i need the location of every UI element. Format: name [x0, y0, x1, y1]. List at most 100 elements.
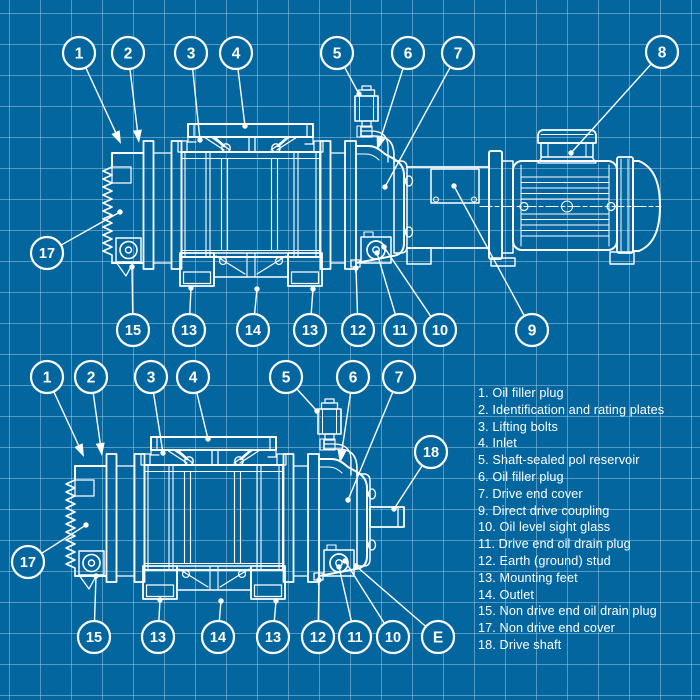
leader-dot [353, 265, 359, 271]
callout-circle [140, 619, 176, 655]
callout-5: 5 [319, 35, 362, 97]
legend-item: 12. Earth (ground) stud [478, 553, 611, 568]
leader-line [191, 69, 201, 141]
leader-line [273, 600, 277, 621]
callout-label: 12 [310, 630, 326, 646]
leader-line [347, 391, 394, 501]
motor-flange [488, 150, 503, 260]
callout-1: 1 [29, 359, 84, 457]
callout-7: 7 [382, 35, 476, 190]
callout-circle [300, 619, 336, 655]
callout-label: 12 [350, 323, 366, 339]
legend-item: 15. Non drive end oil drain plug [478, 604, 657, 619]
callout-circle [337, 619, 373, 655]
callout-2: 2 [73, 359, 109, 456]
callout-circle [115, 312, 151, 348]
callout-1: 1 [61, 35, 121, 144]
leader-dot [353, 563, 359, 569]
coupling-housing [406, 166, 490, 249]
callout-circle [76, 619, 112, 655]
callout-label: 13 [181, 323, 197, 339]
callout-13: 13 [140, 597, 176, 655]
callout-circle [255, 619, 291, 655]
callout-circle [10, 544, 46, 580]
legend-item: 4. Inlet [478, 436, 517, 451]
callout-label: 2 [124, 46, 133, 63]
leader-line [189, 287, 192, 314]
callout-10: 10 [381, 244, 458, 348]
leader-dot [310, 286, 316, 292]
callout-17: 17 [29, 209, 123, 271]
callout-circle [29, 235, 65, 271]
callout-label: 5 [333, 46, 342, 63]
leader-line [317, 579, 320, 621]
callout-circle [235, 312, 271, 348]
leader-dot [345, 497, 351, 503]
leader-line [341, 392, 352, 452]
leader-dot [381, 244, 387, 250]
callout-label: 17 [20, 555, 36, 571]
callout-17: 17 [10, 522, 89, 580]
leader-dot [117, 209, 123, 215]
callout-label: 4 [232, 46, 241, 63]
leader-line [60, 211, 121, 246]
callout-18: 18 [391, 434, 449, 512]
callout-circle [335, 359, 371, 395]
leader-line [376, 252, 397, 315]
callout-14: 14 [235, 286, 271, 348]
leader-dot [157, 597, 163, 603]
leader-line [296, 388, 318, 412]
leader-line [92, 392, 102, 445]
leader-dot [160, 450, 166, 456]
callout-label: 13 [150, 630, 166, 646]
callout-circle [173, 35, 209, 71]
callout-label: 15 [125, 323, 141, 339]
callout-label: 13 [302, 323, 318, 339]
leader-dot [205, 436, 211, 442]
leader-dot [316, 577, 322, 583]
callout-9: 9 [451, 183, 550, 348]
leader-dot [197, 137, 203, 143]
callout-label: 11 [392, 323, 407, 339]
callout-3: 3 [133, 359, 169, 456]
callout-label: 3 [147, 370, 156, 387]
callout-circle [29, 359, 65, 395]
terminal-box-cap [537, 129, 597, 144]
leader-arrowhead [95, 442, 105, 456]
callout-13: 13 [171, 285, 207, 348]
leader-dot [374, 250, 380, 256]
callout-label: 14 [210, 630, 226, 646]
leader-line [93, 575, 97, 621]
leader-line [384, 66, 451, 188]
callout-10: 10 [342, 558, 411, 655]
callout-label: 8 [658, 45, 667, 62]
callout-circle [422, 312, 458, 348]
callout-label: 13 [265, 630, 281, 646]
callout-circle [200, 619, 236, 655]
legend-item: 13. Mounting feet [478, 570, 578, 585]
legend-item: 18. Drive shaft [478, 637, 562, 652]
callout-circle [340, 312, 376, 348]
callout-label: 1 [43, 370, 52, 387]
callout-circle [292, 312, 328, 348]
leader-arrowhead [337, 449, 347, 463]
leader-line [131, 266, 134, 314]
callout-label: 2 [87, 370, 96, 387]
callout-4: 4 [175, 359, 211, 442]
callout-11: 11 [374, 250, 418, 348]
callout-circle [110, 35, 146, 71]
leader-dot [242, 123, 248, 129]
callout-12: 12 [300, 577, 336, 655]
legend-item: 9. Direct drive coupling [478, 503, 610, 518]
callout-label: 11 [347, 630, 362, 646]
leader-line [570, 63, 652, 154]
leader-line [344, 66, 360, 95]
leader-line [253, 288, 258, 314]
leader-line [218, 600, 222, 621]
